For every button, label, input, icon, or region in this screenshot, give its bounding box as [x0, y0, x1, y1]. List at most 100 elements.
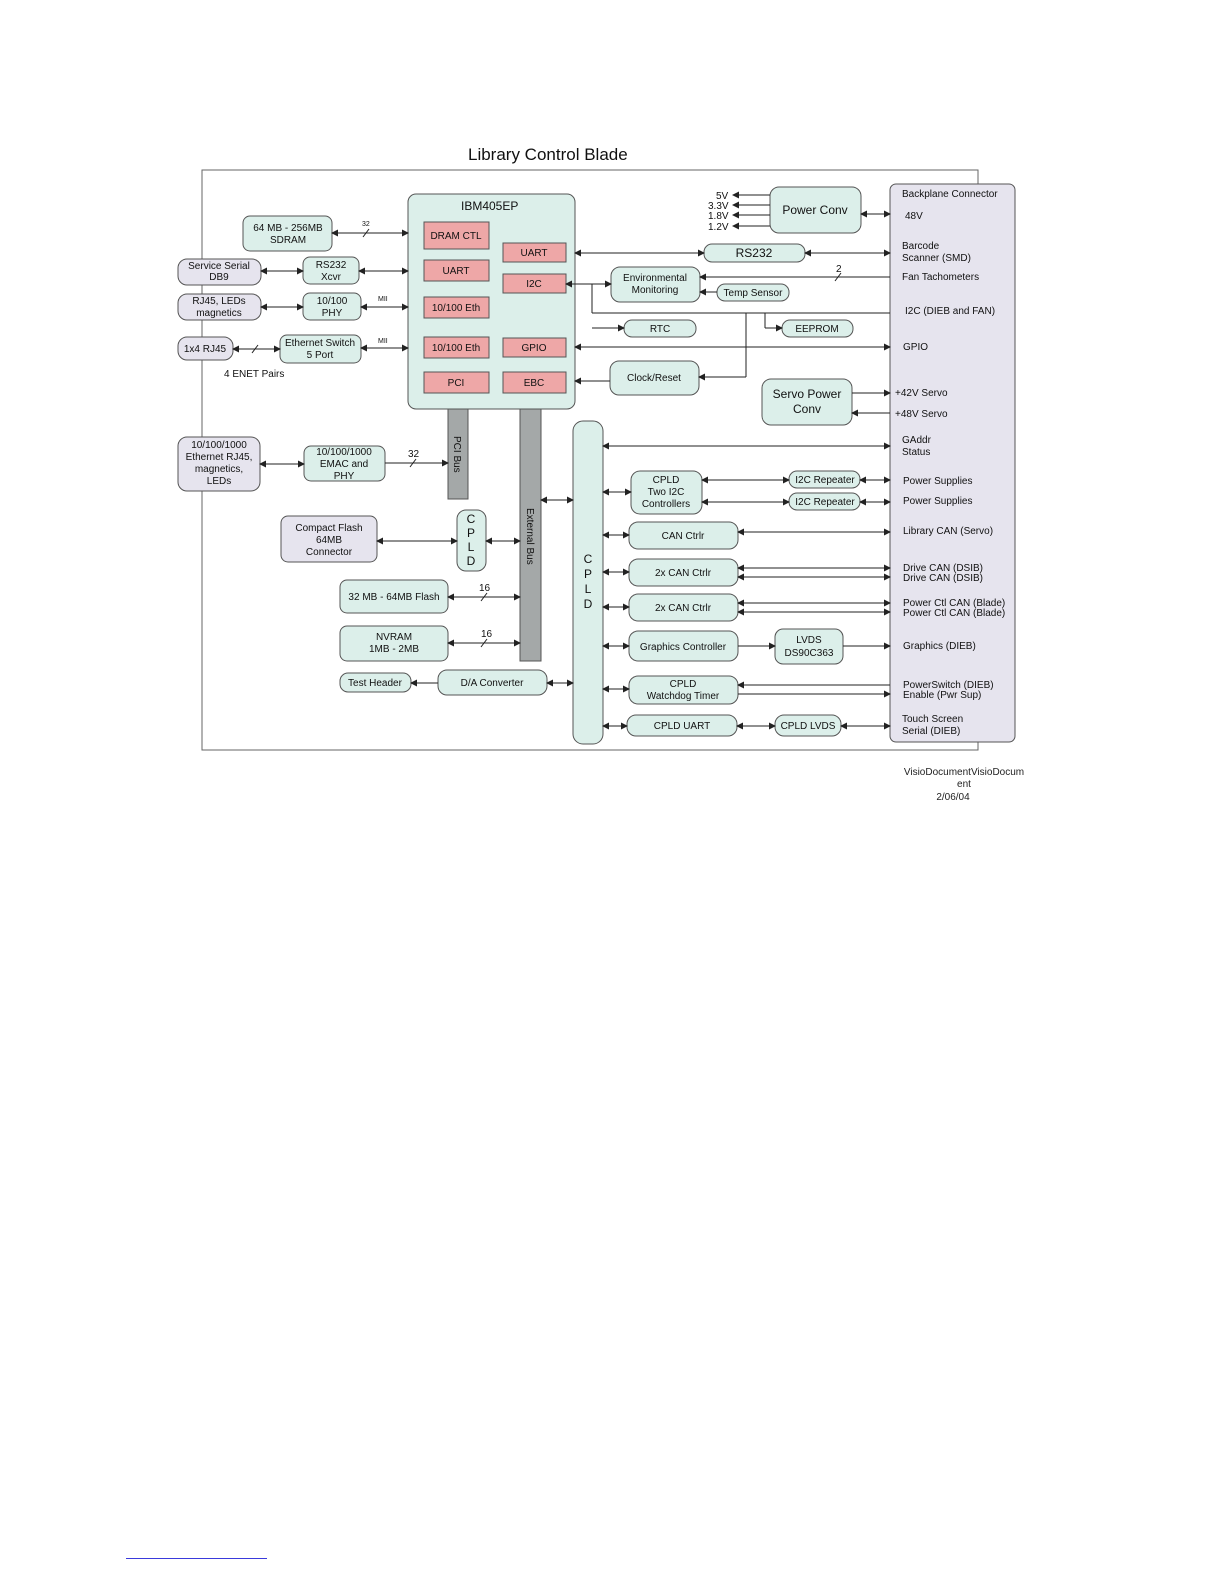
eth-switch-label-1: Ethernet Switch	[285, 338, 355, 349]
bp-drivecan-2: Drive CAN (DSIB)	[903, 573, 983, 584]
bp-servo42: +42V Servo	[895, 388, 948, 399]
phy-label-1: 10/100	[317, 296, 348, 307]
cpld-watchdog-label-2: Watchdog Timer	[647, 691, 720, 702]
gig-eth-label-1: 10/100/1000	[191, 440, 247, 451]
power-conv-label: Power Conv	[782, 203, 847, 217]
eth-switch-label-2: 5 Port	[307, 350, 334, 361]
gig-eth-label-4: LEDs	[207, 476, 231, 487]
compact-flash-label-3: Connector	[306, 547, 353, 558]
compact-flash-label-2: 64MB	[316, 535, 342, 546]
cpld-big-c: C	[584, 552, 593, 566]
clock-reset-label: Clock/Reset	[627, 373, 681, 384]
eth1-label: 10/100 Eth	[432, 303, 480, 314]
backplane-title: Backplane Connector	[902, 189, 998, 200]
bp-barcode-1: Barcode	[902, 241, 940, 252]
can-2x-1-label: 2x CAN Ctrlr	[655, 568, 712, 579]
cpld-big-p: P	[584, 567, 592, 581]
emac-phy-label-3: PHY	[334, 471, 355, 482]
uart-right-block	[502, 242, 567, 263]
bp-libcan: Library CAN (Servo)	[903, 526, 993, 537]
lvds-label-2: DS90C363	[785, 648, 834, 659]
i2c-repeater-2-label: I2C Repeater	[795, 497, 855, 508]
env-monitoring-label-1: Environmental	[623, 273, 687, 284]
cpld-small-p: P	[467, 526, 475, 540]
lvds-label-1: LVDS	[796, 635, 822, 646]
cpld-i2c-label-2: Two I2C	[648, 487, 685, 498]
eeprom-label: EEPROM	[795, 324, 838, 335]
servo-power-label-2: Conv	[793, 402, 821, 416]
bp-graphics: Graphics (DIEB)	[903, 641, 976, 652]
bus-width-mii-2: MII	[378, 338, 388, 345]
enet-pairs-label: 4 ENET Pairs	[224, 369, 284, 380]
cpld-big-block	[572, 420, 604, 745]
env-monitoring-label-2: Monitoring	[632, 285, 679, 296]
rs232-xcvr-label-2: Xcvr	[321, 272, 342, 283]
connections	[232, 191, 891, 730]
rj45-1x4-label: 1x4 RJ45	[184, 344, 227, 355]
cpld-i2c-label-3: Controllers	[642, 499, 690, 510]
cpld-watchdog-label-1: CPLD	[670, 679, 697, 690]
rj45-leds-label-1: RJ45, LEDs	[192, 296, 245, 307]
rs232-xcvr-label-1: RS232	[316, 260, 347, 271]
can-2x-2-label: 2x CAN Ctrlr	[655, 603, 712, 614]
uart-left-block	[423, 259, 490, 282]
servo-power-block	[761, 378, 853, 426]
gpio-label: GPIO	[521, 343, 546, 354]
cpld-small-l: L	[468, 540, 475, 554]
servo-power-label-1: Servo Power	[773, 387, 842, 401]
footnote-separator	[126, 1558, 267, 1559]
flash-label: 32 MB - 64MB Flash	[348, 592, 439, 603]
uart-right-label: UART	[520, 248, 547, 259]
i2c-repeater-1-label: I2C Repeater	[795, 475, 855, 486]
power-conv-block	[769, 186, 862, 234]
rj45-leds-label-2: magnetics	[196, 308, 242, 319]
cpld-big-l: L	[585, 582, 592, 596]
bus-width-sdram: 32	[362, 221, 370, 228]
sdram-label-1: 64 MB - 256MB	[253, 223, 323, 234]
backplane-connector	[889, 183, 1016, 743]
bp-48v: 48V	[905, 211, 923, 222]
bp-ps2: Power Supplies	[903, 496, 972, 507]
voltage-3v3: 3.3V	[708, 201, 729, 212]
bp-drivecan-1: Drive CAN (DSIB)	[903, 563, 983, 574]
eth2-label: 10/100 Eth	[432, 343, 480, 354]
eth1-block	[423, 296, 490, 319]
sdram-label-2: SDRAM	[270, 235, 306, 246]
ebc-block	[502, 371, 567, 394]
bus-width-fan: 2	[836, 264, 842, 275]
voltage-1v2: 1.2V	[708, 222, 729, 233]
bp-powercan-2: Power Ctl CAN (Blade)	[903, 608, 1005, 619]
nvram-label-2: 1MB - 2MB	[369, 644, 419, 655]
bp-touch-1: Touch Screen	[902, 714, 963, 725]
visio-doc-name: VisioDocumentVisioDocum ent	[903, 767, 1025, 790]
cpld-big-d: D	[584, 597, 593, 611]
dram-ctl-block	[423, 221, 490, 250]
bp-ps1: Power Supplies	[903, 476, 972, 487]
cpld-i2c-label-1: CPLD	[653, 475, 680, 486]
pci-bus	[447, 408, 469, 500]
emac-phy-label-2: EMAC and	[320, 459, 368, 470]
visio-doc-date: 2/06/04	[936, 792, 970, 803]
cpld-small-c: C	[467, 512, 476, 526]
uart-left-label: UART	[442, 266, 469, 277]
bp-powercan-1: Power Ctl CAN (Blade)	[903, 598, 1005, 609]
gpio-block	[502, 337, 567, 358]
nvram-label-1: NVRAM	[376, 632, 412, 643]
ebc-label: EBC	[524, 378, 545, 389]
phy-label-2: PHY	[322, 308, 343, 319]
rtc-label: RTC	[650, 324, 670, 335]
i2c-label: I2C	[526, 279, 542, 290]
bp-fan: Fan Tachometers	[902, 272, 979, 283]
da-converter-label: D/A Converter	[461, 678, 524, 689]
graphics-ctrl-label: Graphics Controller	[640, 642, 727, 653]
diagram-title: Library Control Blade	[468, 145, 628, 164]
bp-gaddr: GAddr	[902, 435, 932, 446]
pci-block	[423, 371, 490, 394]
rs232-label: RS232	[736, 246, 773, 260]
gig-eth-label-3: magnetics,	[195, 464, 243, 475]
bp-powerswitch-2: Enable (Pwr Sup)	[903, 690, 981, 701]
bus-width-ticks	[251, 228, 842, 648]
bp-powerswitch-1: PowerSwitch (DIEB)	[903, 680, 994, 691]
can-ctrlr-label: CAN Ctrlr	[662, 531, 705, 542]
